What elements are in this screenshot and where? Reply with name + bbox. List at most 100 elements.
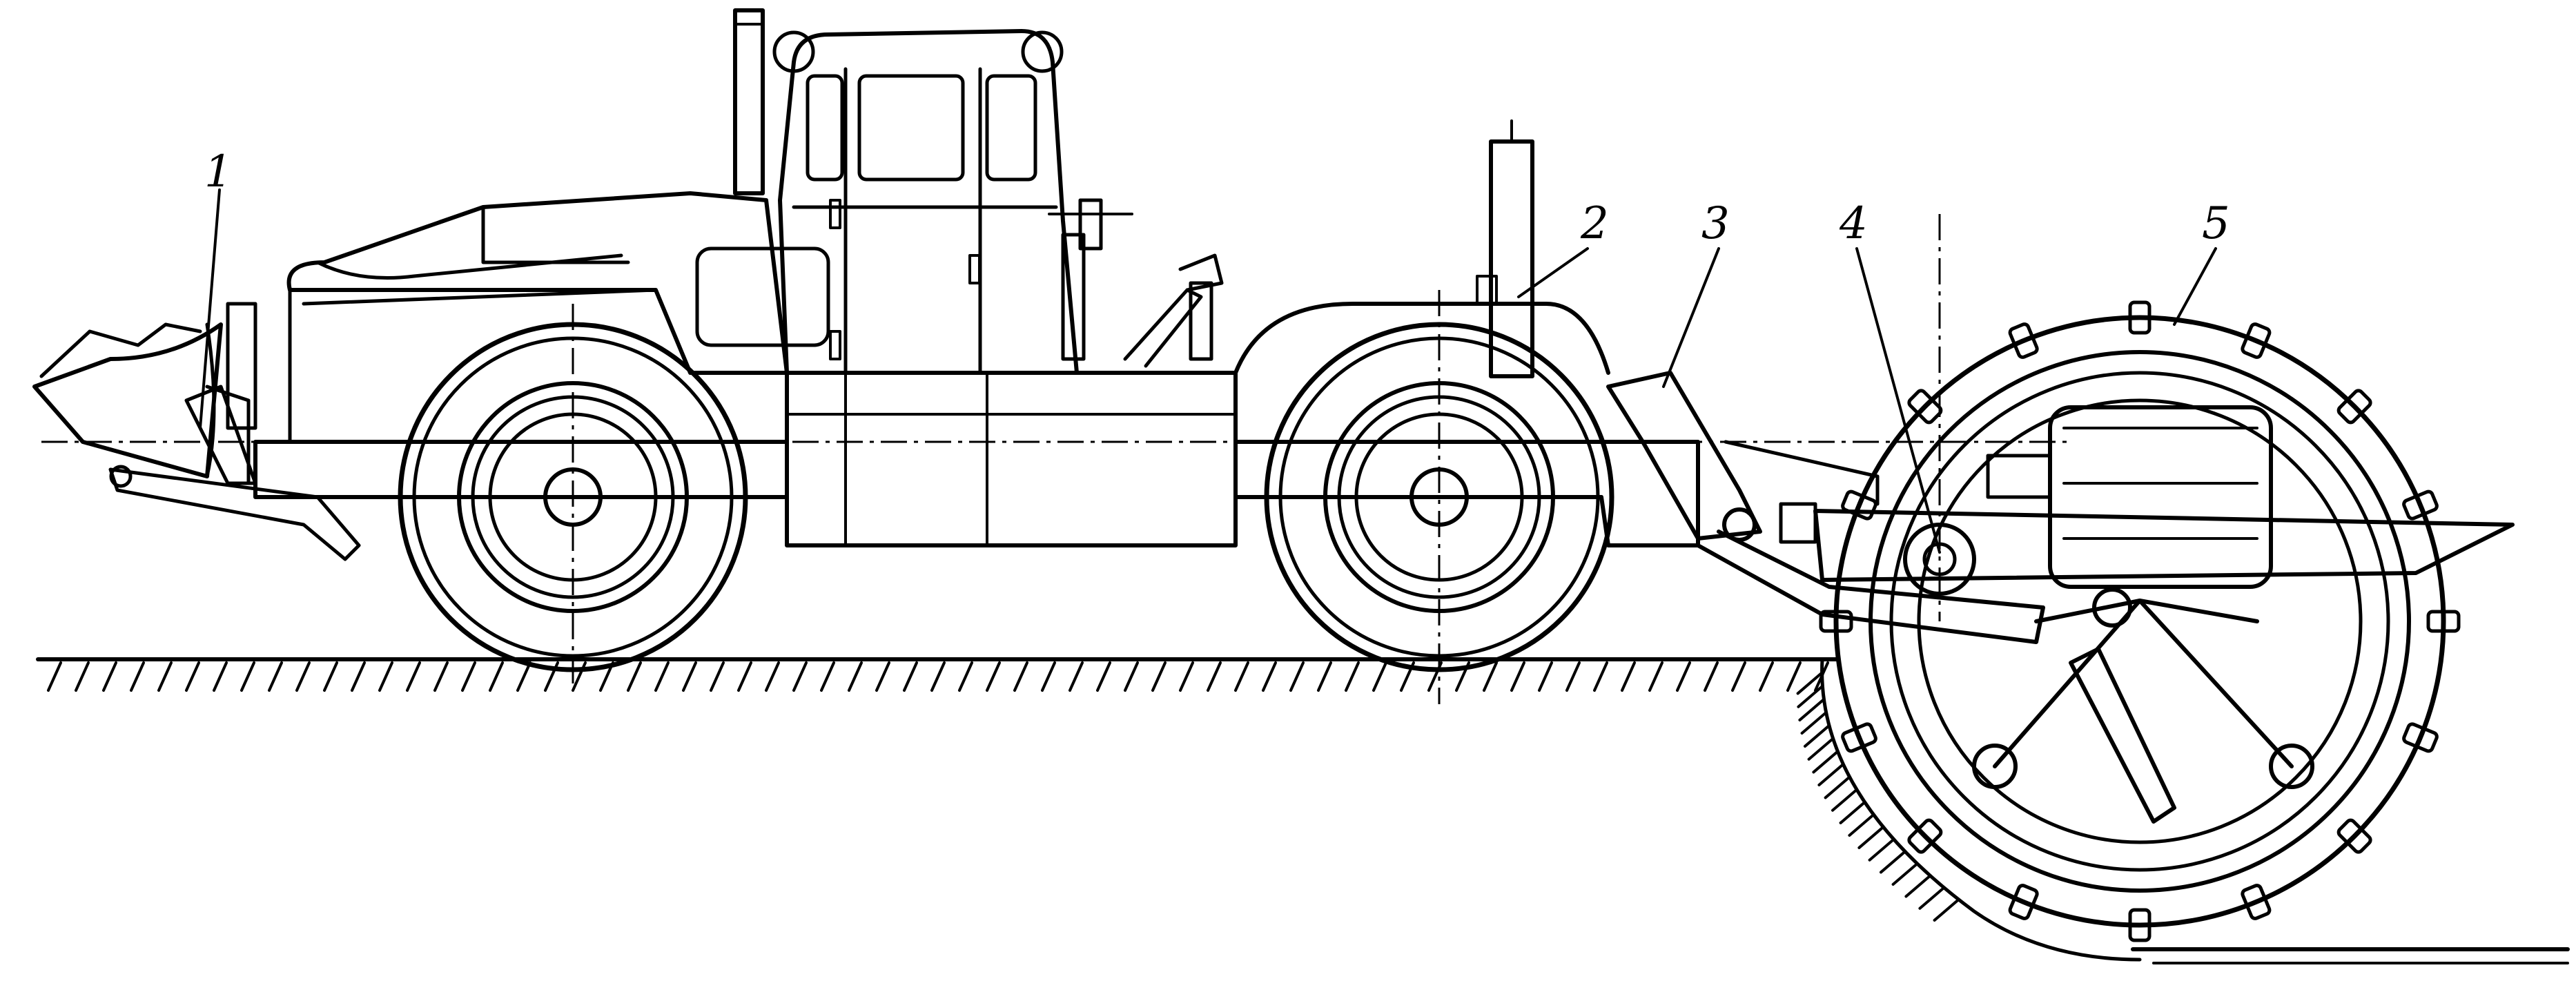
bucket-tooth — [2128, 908, 2151, 942]
ground-hatch-mark — [461, 661, 476, 692]
ground-hatch-mark — [875, 661, 890, 692]
ground-hatch-mark — [1510, 661, 1525, 692]
ground-hatch-mark — [1234, 661, 1249, 692]
ground-hatch-mark — [323, 661, 338, 692]
ground-hatch-mark — [489, 661, 504, 692]
bucket-tooth — [2008, 884, 2039, 920]
ground-hatch-mark — [1207, 661, 1222, 692]
ground-hatch-mark — [1262, 661, 1277, 692]
ground-hatch-mark — [516, 661, 531, 692]
drive-gearbox — [1813, 214, 2515, 621]
ground-hatch-mark — [102, 661, 117, 692]
trench-hatch-mark — [1880, 850, 1906, 874]
ground-hatch-mark — [848, 661, 863, 692]
ground-hatch-mark — [654, 661, 670, 692]
rear-fender — [1233, 302, 1610, 375]
ground-hatch-mark — [1731, 661, 1746, 692]
ground-hatch-mark — [1317, 661, 1332, 692]
ground-hatch-mark — [1648, 661, 1663, 692]
ground-hatch-mark — [1069, 661, 1084, 692]
trench-hatch-mark — [1797, 684, 1824, 708]
ground-hatch-mark — [820, 661, 835, 692]
ground-hatch-mark — [378, 661, 393, 692]
trench-hatch-mark — [1798, 697, 1826, 721]
trench-hatch-mark — [1848, 813, 1875, 837]
trench-hatch-mark — [1824, 775, 1851, 799]
trench-hatch-mark — [1918, 886, 1946, 910]
front-wheel — [398, 304, 748, 690]
bucket-tooth — [1841, 489, 1877, 521]
trench-wall — [1796, 657, 2142, 962]
trench-hatch-mark — [1812, 750, 1840, 774]
ground-hatch-mark — [268, 661, 283, 692]
trench-hatch-mark — [1807, 737, 1835, 761]
ground-hatch-mark — [1096, 661, 1111, 692]
ground-hatch-mark — [1621, 661, 1636, 692]
callout-leaders — [199, 188, 2217, 554]
operator-cab — [772, 29, 1079, 375]
bucket-tooth — [2402, 722, 2439, 753]
front-dozer-blade — [32, 302, 361, 561]
ground-hatch-mark — [1786, 661, 1802, 692]
ground-hatch-mark — [1124, 661, 1139, 692]
ground-hatch-mark — [765, 661, 780, 692]
callout-3-label: 3 — [1701, 198, 1730, 249]
bucket-tooth — [2336, 389, 2372, 425]
trench-hatch-mark — [1804, 724, 1831, 748]
bucket-tooth — [2336, 818, 2372, 854]
ground-hatch-mark — [792, 661, 808, 692]
tractor-frame — [41, 371, 2071, 547]
ground-hatch-mark — [433, 661, 449, 692]
trench-hatch-mark — [1831, 788, 1858, 812]
callout-2-label: 2 — [1580, 198, 1609, 249]
ground-hatch-mark — [737, 661, 752, 692]
rear-wheel — [1264, 290, 1614, 704]
exhaust-stack — [733, 8, 765, 195]
trencher-boom — [1606, 371, 2045, 644]
ground-hatch-mark — [682, 661, 697, 692]
ground-hatch-mark — [351, 661, 366, 692]
ground-hatch-mark — [1041, 661, 1056, 692]
bucket-tooth — [2008, 322, 2039, 359]
trench-hatch-mark — [1796, 671, 1824, 695]
ground-hatch-mark — [130, 661, 145, 692]
ground-hatch-mark — [1179, 661, 1194, 692]
trench-hatch-mark — [1868, 837, 1895, 862]
ground-hatch-mark — [986, 661, 1001, 692]
ground-hatch-mark — [1013, 661, 1028, 692]
ground-hatch-mark — [1372, 661, 1387, 692]
hydraulic-cylinders — [1048, 198, 1224, 368]
bucket-tooth — [1841, 722, 1877, 753]
ground-hatch-mark — [1538, 661, 1553, 692]
ground-hatch-mark — [47, 661, 62, 692]
ground-hatch-mark — [1483, 661, 1498, 692]
ground-hatch-mark — [185, 661, 200, 692]
ground-hatch-mark — [295, 661, 311, 692]
ground-hatch-mark — [1704, 661, 1719, 692]
ground-hatch-mark — [710, 661, 725, 692]
ground-hatch-mark — [627, 661, 642, 692]
callout-4-label: 4 — [1839, 198, 1868, 249]
engine-hood — [286, 191, 830, 444]
callout-5-label: 5 — [2202, 198, 2230, 249]
ground-hatch-mark — [213, 661, 228, 692]
ground-hatch-mark — [406, 661, 421, 692]
trencher-wheel — [1819, 300, 2461, 942]
trench-hatch-mark — [1800, 711, 1828, 735]
ground-hatch-mark — [1593, 661, 1608, 692]
bucket-tooth — [2426, 610, 2461, 633]
ground-hatch-mark — [1565, 661, 1581, 692]
ground-hatch-mark — [930, 661, 946, 692]
trench-hatch-mark — [1817, 763, 1845, 786]
trench-hatch-mark — [1839, 800, 1866, 824]
trench-hatch-mark — [1933, 897, 1960, 922]
ground-hatch-mark — [1345, 661, 1360, 692]
bucket-tooth — [1819, 610, 1853, 633]
bucket-tooth — [1907, 818, 1943, 854]
ground-hatch-mark — [157, 661, 173, 692]
ground-hatch-mark — [958, 661, 973, 692]
ground-hatch-mark — [572, 661, 587, 692]
trench-hatch-mark — [1857, 825, 1885, 849]
callout-1-label: 1 — [204, 146, 233, 197]
